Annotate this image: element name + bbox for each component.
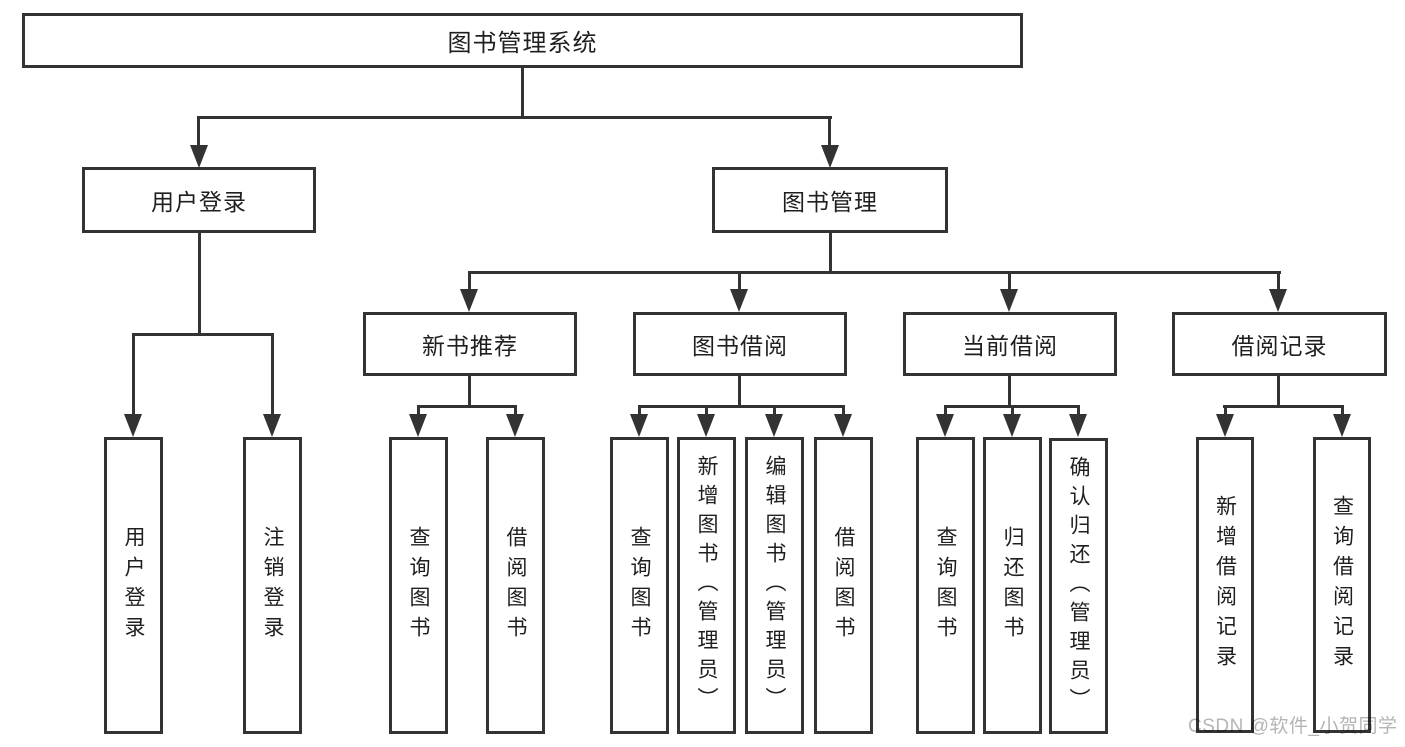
connector-line (1011, 405, 1014, 417)
connector-line (944, 405, 947, 417)
connector-line (514, 405, 517, 417)
arrow-down-icon (1069, 414, 1087, 437)
arrow-down-icon (1216, 414, 1234, 437)
leaf-query-books-1: 查询图书 (389, 437, 448, 734)
leaf-logout: 注销登录 (243, 437, 302, 734)
leaf-label: 查询图书 (934, 525, 957, 646)
connector-line (1077, 405, 1080, 417)
arrow-down-icon (821, 145, 839, 168)
arrow-down-icon (190, 145, 208, 168)
leaf-query-books-2: 查询图书 (610, 437, 669, 734)
arrow-down-icon (1000, 289, 1018, 312)
connector-line (1224, 405, 1227, 417)
connector-line (521, 67, 524, 118)
leaf-label: 查询图书 (407, 525, 430, 646)
connector-line (1008, 271, 1011, 291)
connector-line (738, 375, 741, 408)
csdn-watermark: CSDN @软件_小贺同学 (1188, 716, 1398, 737)
connector-line (828, 116, 831, 147)
connector-line (829, 232, 832, 273)
leaf-user-login: 用户登录 (104, 437, 163, 734)
leaf-label: 归还图书 (1001, 525, 1024, 646)
node-borrow-records-label: 借阅记录 (1231, 333, 1328, 359)
connector-line (638, 405, 845, 408)
leaf-label: 借阅图书 (504, 525, 527, 646)
connector-line (197, 116, 200, 147)
arrow-down-icon (1333, 414, 1351, 437)
leaf-return-books: 归还图书 (983, 437, 1042, 734)
connector-line (468, 375, 471, 408)
node-book-borrow-label: 图书借阅 (692, 333, 788, 359)
connector-line (1277, 375, 1280, 408)
leaf-add-borrow-record: 新增借阅记录 (1196, 437, 1254, 733)
arrow-down-icon (630, 414, 648, 437)
connector-line (271, 333, 274, 416)
arrow-down-icon (460, 289, 478, 312)
leaf-label: 确认归还（管理员） (1067, 455, 1090, 717)
node-new-book-recommend-label: 新书推荐 (422, 333, 518, 359)
leaf-label: 查询借阅记录 (1330, 495, 1354, 675)
leaf-label: 注销登录 (261, 525, 284, 646)
leaf-label: 新增借阅记录 (1213, 495, 1237, 675)
connector-line (468, 271, 471, 291)
connector-line (1341, 405, 1344, 417)
connector-line (842, 405, 845, 417)
connector-line (468, 271, 1281, 274)
arrow-down-icon (834, 414, 852, 437)
arrow-down-icon (263, 414, 281, 437)
connector-line (132, 333, 274, 336)
connector-line (1277, 271, 1280, 291)
node-current-borrow: 当前借阅 (903, 312, 1117, 376)
arrow-down-icon (1269, 289, 1287, 312)
connector-line (738, 271, 741, 291)
connector-line (132, 333, 135, 416)
leaf-edit-books-admin: 编辑图书（管理员） (745, 437, 804, 734)
leaf-label: 新增图书（管理员） (695, 455, 718, 716)
node-new-book-recommend: 新书推荐 (363, 312, 577, 376)
connector-line (773, 405, 776, 417)
leaf-label: 查询图书 (628, 525, 651, 646)
node-user-login: 用户登录 (82, 167, 316, 233)
arrow-down-icon (730, 289, 748, 312)
connector-line (705, 405, 708, 417)
connector-line (638, 405, 641, 417)
connector-line (197, 116, 832, 119)
leaf-label: 编辑图书（管理员） (763, 455, 786, 716)
leaf-confirm-return-admin: 确认归还（管理员） (1049, 438, 1108, 734)
node-current-borrow-label: 当前借阅 (962, 333, 1058, 359)
leaf-label: 借阅图书 (832, 525, 855, 646)
node-book-management-label: 图书管理 (782, 189, 878, 215)
arrow-down-icon (936, 414, 954, 437)
arrow-down-icon (124, 414, 142, 437)
arrow-down-icon (697, 414, 715, 437)
node-user-login-label: 用户登录 (151, 189, 247, 215)
leaf-label: 用户登录 (122, 525, 145, 646)
node-book-management: 图书管理 (712, 167, 948, 233)
arrow-down-icon (1003, 414, 1021, 437)
node-borrow-records: 借阅记录 (1172, 312, 1387, 376)
node-root-label: 图书管理系统 (447, 30, 598, 57)
leaf-query-borrow-record: 查询借阅记录 (1313, 437, 1371, 733)
connector-line (1008, 375, 1011, 408)
leaf-borrow-books-1: 借阅图书 (486, 437, 545, 734)
leaf-add-books-admin: 新增图书（管理员） (677, 437, 736, 734)
connector-line (1223, 405, 1343, 408)
connector-line (198, 232, 201, 335)
arrow-down-icon (409, 414, 427, 437)
connector-line (417, 405, 517, 408)
leaf-borrow-books-2: 借阅图书 (814, 437, 873, 734)
node-book-borrow: 图书借阅 (633, 312, 847, 376)
arrow-down-icon (506, 414, 524, 437)
connector-line (417, 405, 420, 417)
leaf-query-books-3: 查询图书 (916, 437, 975, 734)
arrow-down-icon (765, 414, 783, 437)
node-root: 图书管理系统 (22, 13, 1023, 68)
